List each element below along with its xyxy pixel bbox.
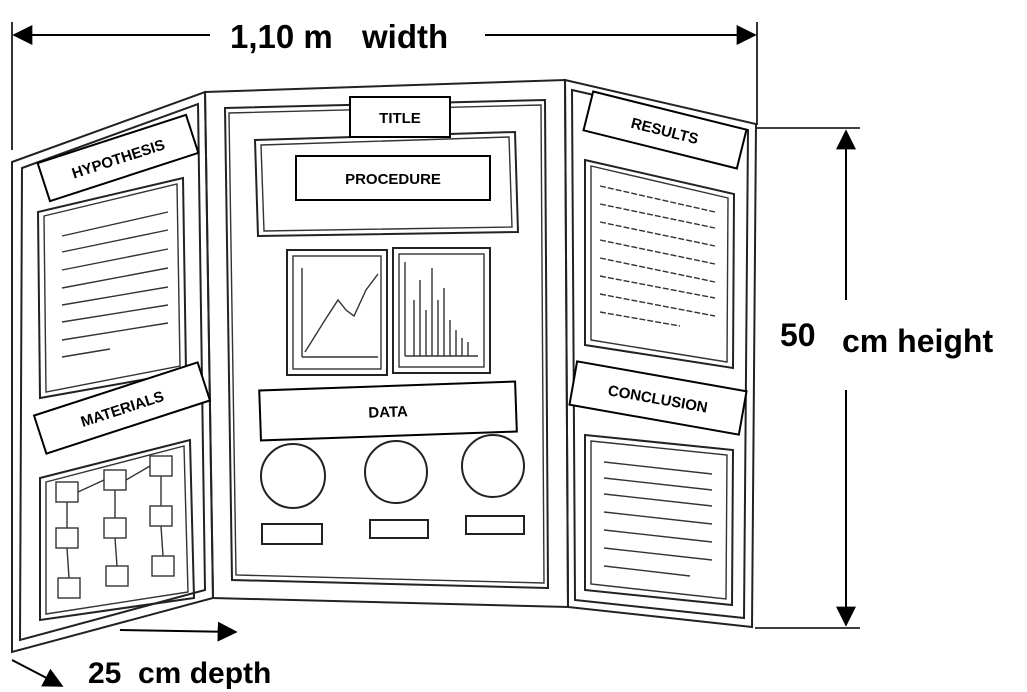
materials-flowchart-block [39,438,196,622]
height-dimension: 50 cm height [755,127,993,629]
label-procedure-text: PROCEDURE [345,171,441,188]
label-procedure: PROCEDURE [295,155,491,201]
label-data-text: DATA [368,403,408,421]
depth-dimension: 25 cm depth [11,621,271,690]
hypothesis-text-block [36,176,188,400]
line-graph-figure [286,249,388,376]
height-value: 50 [780,317,816,353]
depth-arrow-front [11,659,64,687]
label-title-text: TITLE [379,110,421,127]
height-word: cm height [842,323,993,359]
depth-word: cm depth [138,657,271,690]
depth-value: 25 [88,657,121,690]
width-word: width [361,18,448,55]
label-conclusion: CONCLUSION [568,360,748,436]
label-materials: MATERIALS [32,361,212,455]
label-title: TITLE [349,96,451,138]
conclusion-text-block [584,433,735,607]
label-results: RESULTS [582,90,748,170]
spike-graph-figure [392,247,491,374]
label-hypothesis: HYPOTHESIS [36,113,200,203]
results-text-block [584,158,736,370]
width-dimension: 1,10 m width [11,18,758,150]
data-circles [260,434,525,509]
data-caption-boxes [261,515,525,545]
label-data: DATA [258,380,518,442]
width-value: 1,10 m [230,18,333,55]
depth-arrow-back [119,621,238,642]
